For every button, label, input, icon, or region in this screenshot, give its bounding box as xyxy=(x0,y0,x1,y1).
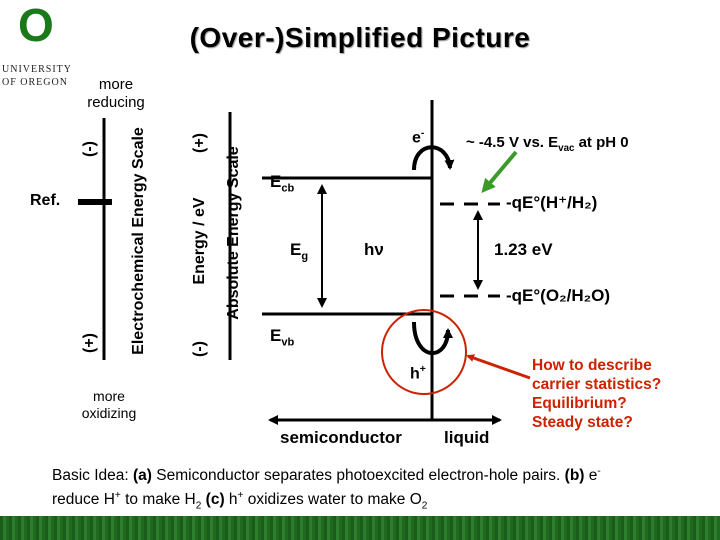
logo-letter: O xyxy=(18,0,54,51)
evb-main: E xyxy=(270,326,282,345)
more-oxidizing-line2: oxidizing xyxy=(81,405,137,421)
redox-gap-label: 1.23 eV xyxy=(494,240,553,259)
more-oxidizing-line1: more xyxy=(93,388,125,404)
more-oxidizing-label: more oxidizing xyxy=(66,388,152,422)
basic-idea-text: Basic Idea: (a) Semiconductor separates … xyxy=(52,462,692,516)
basic-p4-sup: + xyxy=(114,490,121,502)
basic-p7-sub: 2 xyxy=(421,500,428,512)
eg-label: Eg xyxy=(290,240,308,262)
electron-sup: - xyxy=(420,128,425,139)
basic-p7: oxidizes water to make O xyxy=(243,491,422,509)
basic-p2: Semiconductor separates photoexcited ele… xyxy=(151,467,565,485)
electron-letter: e xyxy=(412,129,421,147)
electron-label: e- xyxy=(412,128,424,147)
logo-line2: OF OREGON xyxy=(2,77,68,88)
basic-a: (a) xyxy=(133,467,152,485)
question-pointer xyxy=(466,354,531,380)
o2-redox-label: -qE°(O₂/H₂O) xyxy=(506,286,611,305)
liquid-label: liquid xyxy=(444,428,490,447)
question-line1: How to describe xyxy=(532,357,652,374)
semiconductor-label: semiconductor xyxy=(280,428,402,447)
basic-p6: h xyxy=(224,491,238,509)
basic-p5-sub: 2 xyxy=(195,500,202,512)
ecb-label: Ecb xyxy=(270,172,294,194)
eg-main: E xyxy=(290,240,302,259)
h2-redox-label: -qE°(H⁺/H₂) xyxy=(506,193,598,212)
vacuum-note-prefix: ~ -4.5 V vs. E xyxy=(466,134,559,151)
hole-label: h+ xyxy=(410,364,426,383)
ecb-main: E xyxy=(270,172,282,191)
vacuum-note-arrow xyxy=(481,150,518,194)
hole-sup: + xyxy=(419,364,426,375)
more-reducing-line1: more xyxy=(98,76,134,93)
evb-sub: vb xyxy=(281,336,295,349)
photon-label: hν xyxy=(364,240,384,259)
basic-b: (b) xyxy=(564,467,585,485)
vacuum-note-sub: vac xyxy=(558,143,575,154)
page-title: (Over-)Simplified Picture xyxy=(189,22,531,53)
basic-c: (c) xyxy=(201,491,225,509)
logo-line1: UNIVERSITY xyxy=(2,64,72,75)
question-line2: carrier statistics? xyxy=(532,376,662,393)
eg-sub: g xyxy=(301,250,309,263)
question-line3: Equilibrium? xyxy=(532,395,627,412)
ecb-sub: cb xyxy=(281,182,295,195)
basic-p6-sup: + xyxy=(237,490,244,502)
footer-bar xyxy=(0,516,720,540)
evb-label: Evb xyxy=(270,326,294,348)
question-callout: How to describe carrier statistics? Equi… xyxy=(532,356,661,432)
basic-p4: reduce H xyxy=(52,491,115,509)
hole-highlight-circle xyxy=(381,309,467,395)
university-logo: O UNIVERSITY OF OREGON xyxy=(2,0,74,94)
basic-p1: Basic Idea: xyxy=(52,467,133,485)
electron-transfer-arrow xyxy=(412,145,455,171)
question-line4: Steady state? xyxy=(532,414,633,431)
ref-label: Ref. xyxy=(30,192,61,209)
more-reducing-line2: reducing xyxy=(87,94,145,111)
basic-p5: to make H xyxy=(120,491,196,509)
basic-p3: e xyxy=(584,467,598,485)
more-reducing-label: more reducing xyxy=(76,76,156,112)
hole-letter: h xyxy=(410,365,420,383)
vacuum-note: ~ -4.5 V vs. Evac at pH 0 xyxy=(466,134,629,154)
basic-p3-sup: - xyxy=(597,466,601,477)
vacuum-note-suffix: at pH 0 xyxy=(574,134,629,151)
hole-transfer-arrow xyxy=(412,321,453,356)
